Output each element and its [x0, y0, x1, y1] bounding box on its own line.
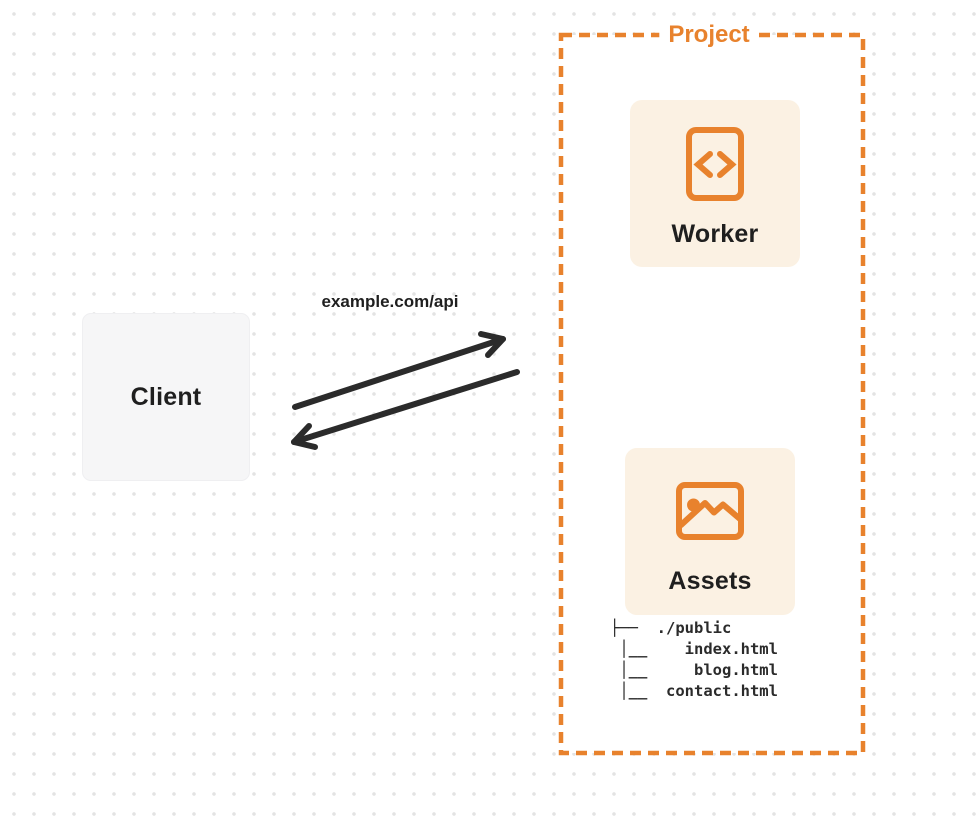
client-label: Client [130, 382, 202, 411]
request-arrowhead [478, 331, 506, 358]
worker-label: Worker [671, 220, 759, 248]
worker-node: Worker [630, 100, 800, 267]
code-file-icon [685, 126, 745, 207]
project-label: Project [659, 21, 759, 49]
request-url-label: example.com/api [321, 292, 459, 311]
client-node: Client [82, 313, 250, 481]
assets-node: Assets [625, 448, 795, 615]
request-arrow [292, 336, 506, 410]
file-tree: ├── ./public │__ index.html │__ blog.htm… [610, 619, 778, 700]
response-arrow [291, 369, 520, 445]
assets-label: Assets [668, 567, 752, 595]
response-arrowhead [291, 423, 318, 450]
image-icon [675, 481, 745, 546]
